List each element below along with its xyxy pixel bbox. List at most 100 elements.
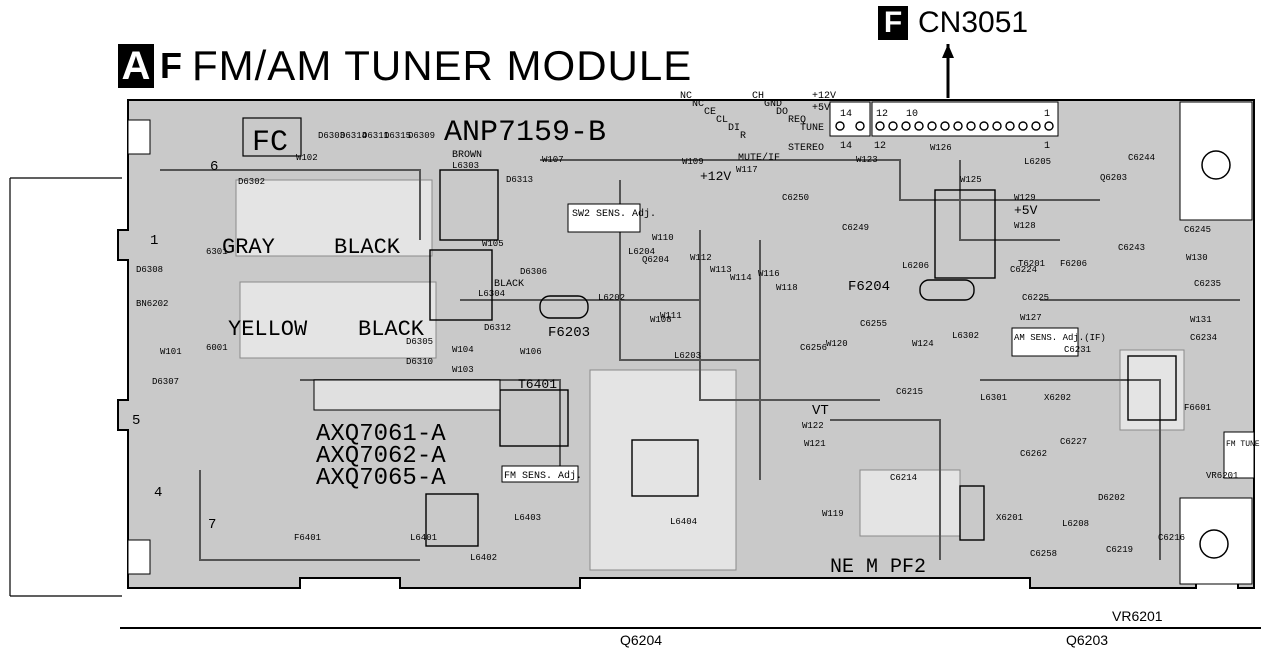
connector-pads [835, 121, 1054, 131]
trace-regions [235, 179, 1185, 571]
svg-text:NC: NC [680, 91, 692, 102]
connector-label: CN3051 [918, 6, 1029, 39]
svg-text:L6303: L6303 [452, 161, 479, 171]
svg-text:+5V: +5V [1014, 203, 1038, 218]
section-badge-f: F [160, 45, 182, 86]
svg-text:W124: W124 [912, 339, 934, 349]
mount-hole-bottom [1199, 529, 1229, 559]
svg-text:W112: W112 [690, 253, 712, 263]
svg-text:W125: W125 [960, 175, 982, 185]
svg-text:Q6204: Q6204 [642, 255, 669, 265]
module-part-1: AXQ7061-A [316, 421, 446, 448]
svg-text:C6231: C6231 [1064, 345, 1091, 355]
svg-text:L6204: L6204 [628, 247, 655, 257]
svg-text:6001: 6001 [206, 343, 228, 353]
svg-text:C6255: C6255 [860, 319, 887, 329]
circuit-traces [160, 159, 1240, 561]
adjust-am-sens: AM SENS. Adj.(IF) [1014, 333, 1106, 343]
wire-black-1: BLACK [334, 235, 401, 260]
pin-labels: NC NC CE CL DI R CH GND DO REQ TUNE +12V… [680, 91, 1038, 218]
component-outlines [425, 169, 1177, 547]
svg-text:D6310: D6310 [406, 357, 433, 367]
adjust-fm-sens: FM SENS. Adj. [504, 470, 582, 482]
svg-text:C6244: C6244 [1128, 153, 1155, 163]
svg-text:D6303: D6303 [318, 131, 345, 141]
svg-text:1: 1 [1044, 109, 1050, 120]
svg-text:W118: W118 [776, 283, 798, 293]
svg-text:4: 4 [154, 485, 162, 501]
connector-arrow-head [942, 44, 954, 58]
svg-text:C6256: C6256 [800, 343, 827, 353]
connector-badge: F [878, 6, 908, 40]
svg-text:C6249: C6249 [842, 223, 869, 233]
svg-text:CL: CL [716, 115, 728, 126]
svg-text:L6403: L6403 [514, 513, 541, 523]
svg-text:W131: W131 [1190, 315, 1212, 325]
module-heading: A F FM/AM TUNER MODULE [118, 42, 692, 90]
svg-text:F6401: F6401 [294, 533, 321, 543]
adjust-box-outlines [501, 203, 1255, 483]
svg-text:W113: W113 [710, 265, 732, 275]
svg-text:CH: CH [752, 91, 764, 102]
svg-text:C6216: C6216 [1158, 533, 1185, 543]
mount-hole-top [1201, 150, 1231, 180]
svg-text:D6315: D6315 [384, 131, 411, 141]
svg-text:W102: W102 [296, 153, 318, 163]
svg-text:NC: NC [692, 99, 704, 110]
svg-text:L6302: L6302 [952, 331, 979, 341]
svg-text:W129: W129 [1014, 193, 1036, 203]
svg-text:BN6202: BN6202 [136, 299, 168, 309]
svg-text:F6203: F6203 [548, 325, 590, 341]
connector-header-b [871, 101, 1059, 137]
svg-text:W103: W103 [452, 365, 474, 375]
svg-text:C6227: C6227 [1060, 437, 1087, 447]
svg-text:F6206: F6206 [1060, 259, 1087, 269]
svg-text:W105: W105 [482, 239, 504, 249]
svg-text:W107: W107 [542, 155, 564, 165]
svg-text:L6301: L6301 [980, 393, 1007, 403]
svg-text:C6258: C6258 [1030, 549, 1057, 559]
svg-text:12: 12 [876, 109, 888, 120]
svg-text:W104: W104 [452, 345, 474, 355]
wire-yellow: YELLOW [228, 317, 308, 342]
svg-text:D6313: D6313 [506, 175, 533, 185]
svg-text:+12V: +12V [700, 169, 731, 184]
footer-label-q6204: Q6204 [620, 632, 663, 648]
svg-text:DI: DI [728, 123, 740, 134]
wire-brown: BROWN [452, 150, 482, 161]
edge-notch-bottom [127, 539, 151, 575]
svg-text:W121: W121 [804, 439, 826, 449]
svg-text:D6311: D6311 [362, 131, 389, 141]
svg-text:F6204: F6204 [848, 279, 890, 295]
svg-text:C6250: C6250 [782, 193, 809, 203]
module-box [313, 379, 501, 411]
svg-text:6301: 6301 [206, 247, 228, 257]
svg-text:W130: W130 [1186, 253, 1208, 263]
svg-text:D6202: D6202 [1098, 493, 1125, 503]
fc-label: FC [252, 126, 288, 160]
section-badge-a: A [118, 44, 154, 88]
svg-text:D6307: D6307 [152, 377, 179, 387]
svg-text:X6201: X6201 [996, 513, 1023, 523]
svg-text:L6202: L6202 [598, 293, 625, 303]
svg-text:W119: W119 [822, 509, 844, 519]
svg-text:C6262: C6262 [1020, 449, 1047, 459]
part-labels: D6303 D6314 D6311 D6315 D6309 W102 D6302… [136, 131, 1238, 563]
svg-text:DO: DO [776, 107, 788, 118]
connector-callout: F CN3051 [878, 6, 1028, 40]
svg-text:L6304: L6304 [478, 289, 505, 299]
svg-text:D6306: D6306 [520, 267, 547, 277]
svg-text:F6601: F6601 [1184, 403, 1211, 413]
svg-text:W120: W120 [826, 339, 848, 349]
svg-text:+12V: +12V [812, 91, 836, 102]
svg-text:MUTE/IF: MUTE/IF [738, 152, 780, 164]
svg-text:C6219: C6219 [1106, 545, 1133, 555]
svg-text:L6401: L6401 [410, 533, 437, 543]
connector-pin-numbers: 14 12 10 1 14 12 1 [840, 109, 1050, 152]
svg-text:D6309: D6309 [408, 131, 435, 141]
svg-text:C6215: C6215 [896, 387, 923, 397]
svg-text:D6308: D6308 [136, 265, 163, 275]
module-title: FM/AM TUNER MODULE [192, 42, 693, 89]
fc-box [242, 117, 302, 157]
